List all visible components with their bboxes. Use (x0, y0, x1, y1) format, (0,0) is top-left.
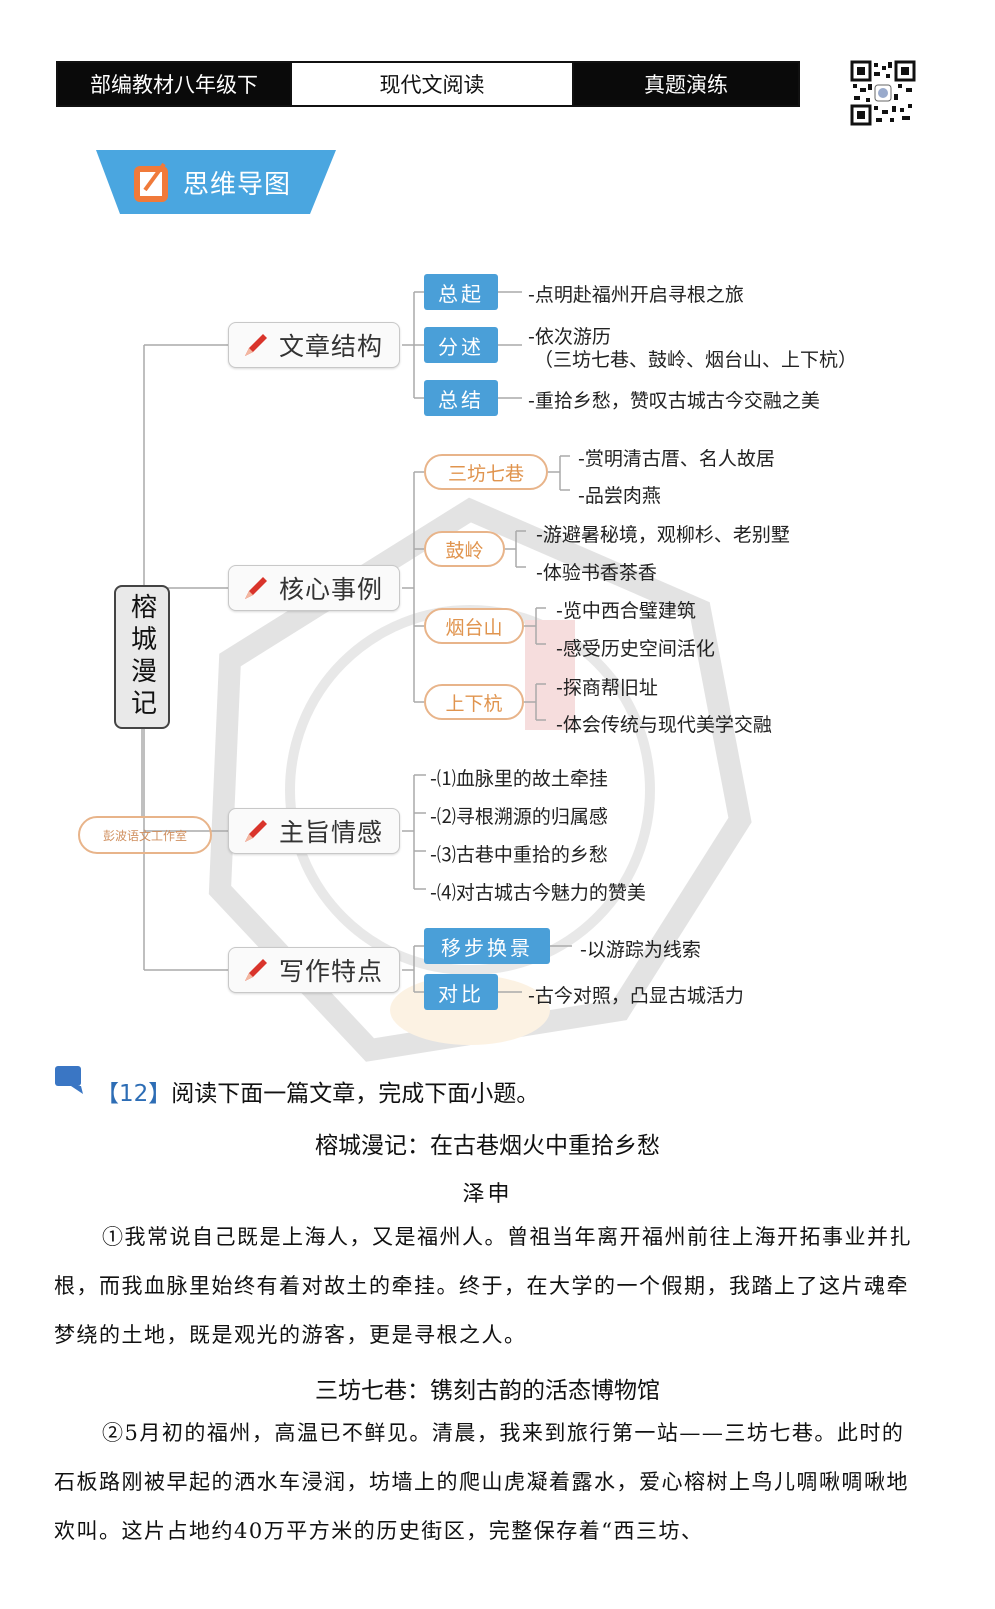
leaf-text: -探商帮旧址 (556, 677, 658, 699)
pencil-icon (245, 577, 267, 599)
leaf-text: -赏明清古厝、名人故居 (578, 448, 775, 470)
header-grade: 部编教材八年级下 (58, 63, 290, 105)
tag-body: 分述 (424, 327, 498, 363)
tag-moving-scenery: 移步换景 (424, 928, 550, 964)
tag-contrast: 对比 (424, 974, 498, 1010)
banner-title: 思维导图 (183, 170, 292, 200)
tag-summary: 总结 (424, 380, 498, 416)
leaf-text: -⑷对古城古今魅力的赞美 (430, 882, 646, 904)
paragraph-1: ①我常说自己既是上海人，又是福州人。曾祖当年离开福州前往上海开拓事业并扎根，而我… (54, 1225, 912, 1347)
branch-core-examples: 核心事例 (228, 565, 400, 611)
leaf-text: -体验书香茶香 (536, 562, 657, 584)
qr-code-icon (850, 60, 916, 126)
tag-sanfang-qixiang: 三坊七巷 (424, 454, 548, 490)
question-number: 【12】 (96, 1081, 172, 1107)
leaf-text: -点明赴福州开启寻根之旅 (528, 284, 744, 306)
branch-structure: 文章结构 (228, 322, 400, 368)
branch-writing-features: 写作特点 (228, 947, 400, 993)
pencil-icon (245, 820, 267, 842)
leaf-text: -古今对照，凸显古城活力 (528, 985, 744, 1007)
tag-guling: 鼓岭 (424, 531, 505, 567)
leaf-text: -游避暑秘境，观柳杉、老别墅 (536, 524, 790, 546)
leaf-text: -感受历史空间活化 (556, 638, 715, 660)
leaf-text: -重拾乡愁，赞叹古城古今交融之美 (528, 390, 820, 412)
header-topic: 现代文阅读 (290, 63, 574, 105)
question-instruction: 阅读下面一篇文章，完成下面小题。 (171, 1081, 540, 1107)
leaf-text: -品尝肉燕 (578, 485, 661, 507)
pencil-icon (245, 334, 267, 356)
leaf-text: -依次游历 (528, 326, 611, 348)
tag-yantaishan: 烟台山 (424, 608, 524, 644)
paragraph-2: ②5月初的福州，高温已不鲜见。清晨，我来到旅行第一站——三坊七巷。此时的石板路刚… (54, 1421, 909, 1543)
leaf-text: （三坊七巷、鼓岭、烟台山、上下杭） (534, 349, 858, 371)
header-section: 真题演练 (574, 63, 798, 105)
article-title: 榕城漫记：在古巷烟火中重拾乡愁 (315, 1133, 660, 1159)
studio-stamp: 彭波语文工作室 (78, 816, 212, 854)
header-bar: 部编教材八年级下 现代文阅读 真题演练 (56, 61, 800, 107)
tag-intro: 总起 (424, 274, 498, 310)
section-subtitle: 三坊七巷：镌刻古韵的活态博物馆 (315, 1378, 660, 1404)
leaf-text: -⑶古巷中重拾的乡愁 (430, 844, 608, 866)
tag-shangxiahang: 上下杭 (424, 684, 524, 720)
mindmap-banner (96, 150, 336, 214)
article-author: 泽申 (462, 1182, 513, 1207)
speech-bubble-icon (55, 1066, 83, 1094)
question-heading: 【12】阅读下面一篇文章，完成下面小题。 (96, 1074, 539, 1108)
leaf-text: -体会传统与现代美学交融 (556, 714, 772, 736)
pencil-icon (245, 959, 267, 981)
mindmap-root: 榕城漫记 (114, 585, 170, 729)
leaf-text: -以游踪为线索 (580, 939, 701, 961)
leaf-text: -览中西合璧建筑 (556, 600, 696, 622)
branch-theme-emotion: 主旨情感 (228, 808, 400, 854)
leaf-text: -⑴血脉里的故土牵挂 (430, 768, 608, 790)
leaf-text: -⑵寻根溯源的归属感 (430, 806, 608, 828)
